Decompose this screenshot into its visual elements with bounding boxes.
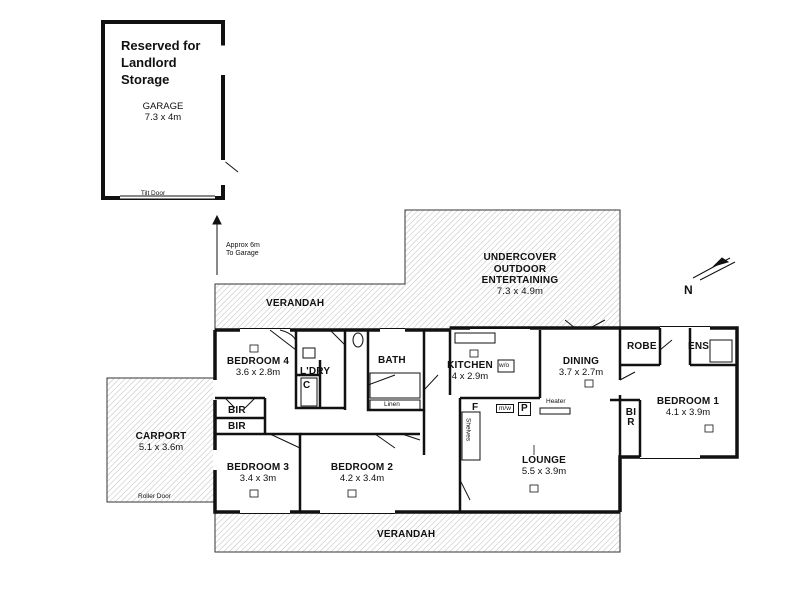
bedroom-1-name: BEDROOM 1 [656, 396, 720, 407]
outdoor-name-2: OUTDOOR [493, 263, 547, 275]
lounge-label: LOUNGE 5.5 x 3.9m [504, 455, 584, 477]
ens-label: ENS [688, 341, 710, 352]
bedroom-2-name: BEDROOM 2 [330, 462, 394, 473]
kitchen-name: KITCHEN [447, 360, 493, 371]
laundry-label: L'DRY [300, 366, 331, 377]
bir-bottom-label: BIR [228, 421, 246, 432]
north-arrow-icon [692, 257, 736, 281]
linen-label: Linen [384, 401, 400, 408]
lounge-name: LOUNGE [522, 455, 566, 466]
outdoor-label: UNDERCOVER OUTDOOR ENTERTAINING 7.3 x 4.… [465, 252, 575, 297]
verandah-bottom-area [214, 511, 621, 553]
bedroom-2-label: BEDROOM 2 4.2 x 3.4m [322, 462, 402, 484]
garage-note-line-2: Landlord [121, 54, 177, 70]
bedroom-2-dims: 4.2 x 3.4m [339, 472, 385, 484]
bedroom-3-label: BEDROOM 3 3.4 x 3m [220, 462, 296, 484]
north-label: N [684, 283, 693, 297]
microwave-label: m/w [496, 404, 514, 414]
garage-label: GARAGE 7.3 x 4m [133, 101, 193, 124]
bedroom-4-dims: 3.6 x 2.8m [235, 366, 281, 378]
heater-label: Heater [546, 398, 566, 405]
carport-name: CARPORT [135, 431, 187, 442]
bedroom-1-label: BEDROOM 1 4.1 x 3.9m [648, 396, 728, 418]
garage-name: GARAGE [142, 101, 184, 112]
arrow-up-icon [212, 214, 222, 275]
outdoor-name-1: UNDERCOVER [483, 252, 557, 263]
robe-label: ROBE [627, 341, 657, 352]
roller-door-label: Roller Door [138, 493, 171, 500]
pantry-label: P [518, 402, 531, 416]
bir-top-label: BIR [228, 405, 246, 416]
bir-master-label: BIR [625, 407, 637, 428]
dining-label: DINING 3.7 x 2.7m [548, 356, 614, 378]
wall-oven-label: w/o [499, 362, 510, 369]
dining-name: DINING [562, 356, 600, 367]
kitchen-dims: 4 x 2.9m [451, 370, 489, 382]
bedroom-3-name: BEDROOM 3 [226, 462, 290, 473]
verandah-top-label: VERANDAH [266, 298, 325, 309]
garage-door-label: Tilt Door [140, 190, 166, 197]
light-icons [249, 344, 714, 498]
garage-dims: 7.3 x 4m [144, 111, 182, 123]
door-swings [224, 319, 673, 501]
carport-label: CARPORT 5.1 x 3.6m [124, 431, 198, 453]
garage-note-line-3: Storage [121, 71, 170, 87]
approx-note-line-1: Approx 6m [226, 242, 260, 249]
bedroom-4-label: BEDROOM 4 3.6 x 2.8m [220, 356, 296, 378]
kitchen-label: KITCHEN 4 x 2.9m [440, 360, 500, 382]
approx-note-line-2: To Garage [226, 250, 259, 258]
bedroom-3-dims: 3.4 x 3m [239, 472, 277, 484]
carport-dims: 5.1 x 3.6m [138, 441, 184, 453]
dining-dims: 3.7 x 2.7m [558, 366, 604, 378]
bath-label: BATH [378, 355, 406, 366]
garage-note: Reserved for Landlord Storage [121, 38, 200, 89]
fridge-label: F [472, 402, 479, 413]
approx-note: Approx 6m To Garage [226, 242, 260, 258]
bedroom-4-name: BEDROOM 4 [226, 356, 290, 367]
lounge-dims: 5.5 x 3.9m [521, 465, 567, 477]
cupboard-label: C [303, 380, 311, 391]
verandah-bottom-label: VERANDAH [377, 529, 436, 540]
bedroom-1-dims: 4.1 x 3.9m [665, 406, 711, 418]
garage-note-line-1: Reserved for [121, 38, 201, 53]
outdoor-name-3: ENTERTAINING [481, 275, 559, 286]
fixtures [300, 332, 733, 461]
garage-walls [101, 20, 239, 200]
outdoor-dims: 7.3 x 4.9m [496, 285, 544, 297]
shelves-label: Shelves [464, 418, 472, 442]
